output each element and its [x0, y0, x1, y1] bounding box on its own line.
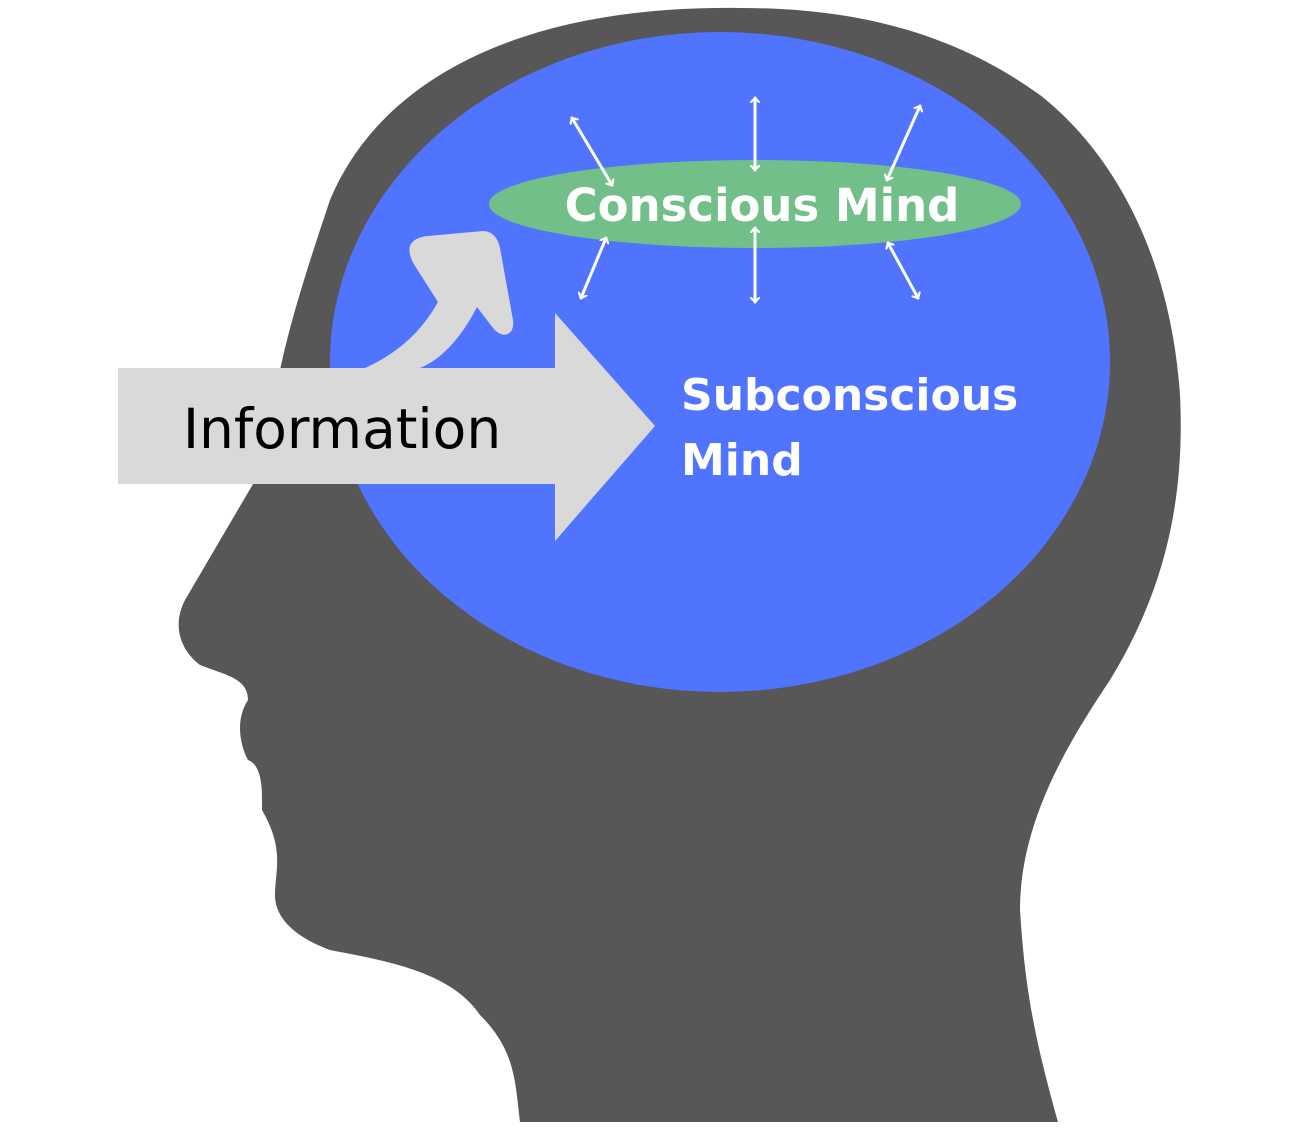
- subconscious-mind-label-line2: Mind: [681, 435, 803, 486]
- conscious-mind-area: [489, 160, 1021, 248]
- double-arrow-icon: [572, 116, 612, 187]
- block-arrow-icon: [118, 313, 655, 541]
- subconscious-mind-area: [330, 32, 1110, 692]
- subconscious-mind-label-line1: Subconscious: [681, 370, 1018, 421]
- curved-arrow-icon: [365, 231, 514, 368]
- information-arrow: [118, 231, 655, 541]
- conscious-mind-label: Conscious Mind: [565, 179, 960, 232]
- double-arrow-icon: [888, 241, 918, 300]
- double-arrow-icon: [581, 236, 606, 300]
- double-arrow-icon: [887, 104, 920, 182]
- information-label: Information: [183, 397, 501, 461]
- exchange-arrows: [572, 96, 920, 304]
